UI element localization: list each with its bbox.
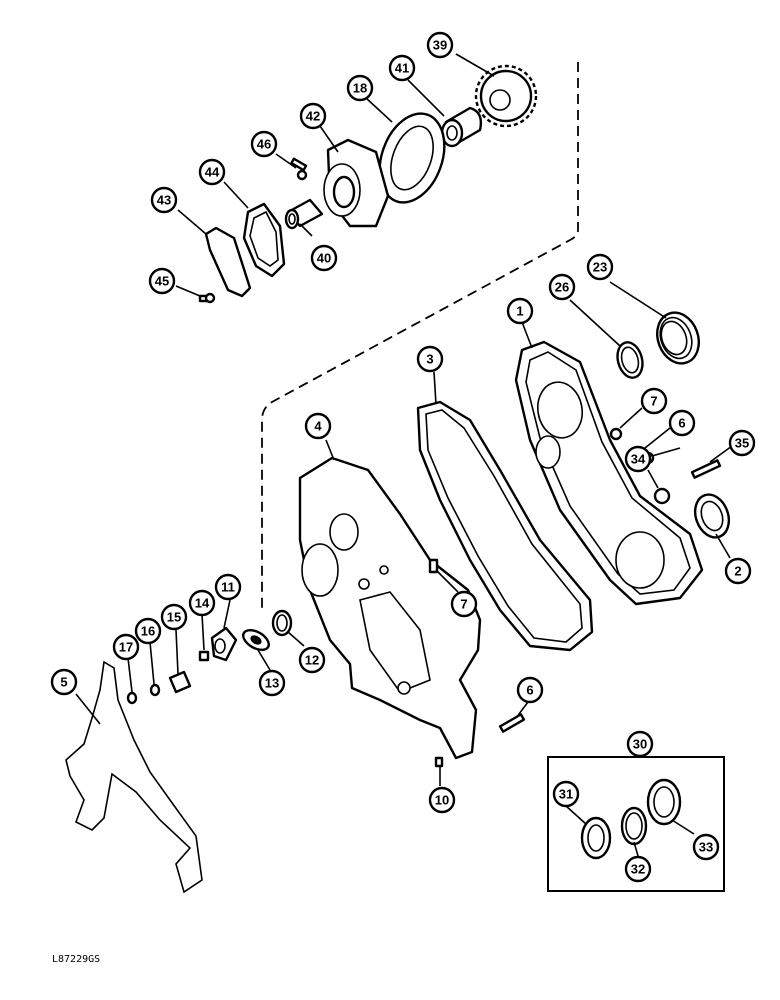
callout-label: 4	[314, 419, 322, 434]
callout-label: 32	[631, 862, 645, 877]
cover-plate-part	[204, 226, 252, 298]
callout: 42	[299, 102, 327, 130]
plug-part	[126, 650, 210, 705]
gear-cover-part	[514, 340, 704, 606]
callout: 39	[426, 31, 454, 59]
callout-label: 16	[141, 624, 155, 639]
callout: 33	[692, 833, 720, 861]
callout: 13	[258, 669, 286, 697]
oil-seal-part	[656, 311, 700, 365]
callout-label: 1	[516, 304, 523, 319]
callout-label: 2	[734, 564, 741, 579]
callout: 7	[450, 590, 478, 618]
callout-label: 15	[167, 610, 181, 625]
callout-label: 10	[435, 793, 449, 808]
fitting-part	[210, 626, 238, 662]
callout: 45	[148, 267, 176, 295]
callout-label: 5	[60, 675, 67, 690]
callout-label: 7	[460, 597, 467, 612]
callout: 44	[198, 158, 226, 186]
callout: 1	[506, 297, 534, 325]
front-housing-part	[298, 456, 482, 760]
callout: 34	[624, 445, 652, 473]
callout: 18	[346, 74, 374, 102]
callout: 2	[724, 557, 752, 585]
callout: 35	[728, 429, 756, 457]
callout-label: 6	[678, 416, 685, 431]
ring-gasket-part	[378, 112, 446, 204]
callout: 6	[516, 676, 544, 704]
callout: 40	[310, 244, 338, 272]
front-seal-part	[693, 493, 731, 539]
housing-gasket-part	[65, 660, 203, 894]
gear-part	[474, 64, 538, 128]
callout: 15	[160, 603, 188, 631]
callout-label: 12	[305, 653, 319, 668]
callout: 3	[416, 345, 444, 373]
kit-sleeve-part	[620, 806, 648, 846]
callout-label: 42	[306, 109, 320, 124]
callout: 7	[640, 387, 668, 415]
callout-label: 39	[433, 38, 447, 53]
bolt-part	[290, 157, 308, 181]
callout-label: 31	[559, 787, 573, 802]
callout: 5	[50, 668, 78, 696]
callout-label: 41	[395, 61, 409, 76]
callout-label: 33	[699, 840, 713, 855]
kit-seal-part	[580, 816, 612, 860]
dowel-part	[434, 756, 444, 768]
assembly-boundary-dashed	[261, 62, 579, 608]
callout: 23	[586, 253, 614, 281]
callout-label: 30	[633, 737, 647, 752]
callout-label: 35	[735, 436, 749, 451]
figure-reference: L87229GS	[52, 954, 100, 965]
bolt-lower-part	[498, 713, 526, 733]
callout-label: 11	[221, 580, 235, 595]
callout: 43	[150, 186, 178, 214]
callout-label: 23	[593, 260, 607, 275]
bushing-part	[284, 198, 324, 230]
callout-label: 18	[353, 81, 367, 96]
callout: 14	[188, 589, 216, 617]
callout-label: 7	[650, 394, 657, 409]
bolt-mid-part	[428, 558, 439, 574]
small-bolt-part	[198, 292, 216, 304]
callout: 31	[552, 780, 580, 808]
callout: 12	[298, 646, 326, 674]
callout-label: 6	[526, 683, 533, 698]
callout: 32	[624, 855, 652, 883]
callout-label: 34	[631, 452, 646, 467]
callout-label: 43	[157, 193, 171, 208]
callout: 46	[250, 130, 278, 158]
bearing-housing-part	[323, 138, 390, 228]
cover-gasket-part	[242, 202, 286, 278]
callout-label: 13	[265, 676, 279, 691]
wear-sleeve-part	[616, 341, 644, 379]
callout-label: 26	[555, 280, 569, 295]
small-gasket-part	[242, 628, 270, 652]
callout-label: 40	[317, 251, 331, 266]
callout: 4	[304, 412, 332, 440]
callout: 10	[428, 786, 456, 814]
kit-seal-large-part	[646, 778, 682, 826]
callout: 11	[214, 573, 242, 601]
callout: 30	[626, 730, 654, 758]
callout-label: 3	[426, 352, 433, 367]
callout: 26	[548, 273, 576, 301]
cover-gasket-large-part	[416, 400, 594, 652]
callout: 41	[388, 54, 416, 82]
callout-label: 17	[119, 640, 133, 655]
callout-label: 14	[195, 596, 210, 611]
callout-label: 45	[155, 274, 169, 289]
leader-lines	[75, 53, 733, 857]
bearing-part	[440, 106, 483, 148]
kit-box	[547, 756, 725, 892]
callout: 17	[112, 633, 140, 661]
callout-label: 46	[257, 137, 271, 152]
callout: 6	[668, 409, 696, 437]
callout-label: 44	[205, 165, 220, 180]
callout: 16	[134, 617, 162, 645]
small-seal-part	[271, 609, 293, 637]
